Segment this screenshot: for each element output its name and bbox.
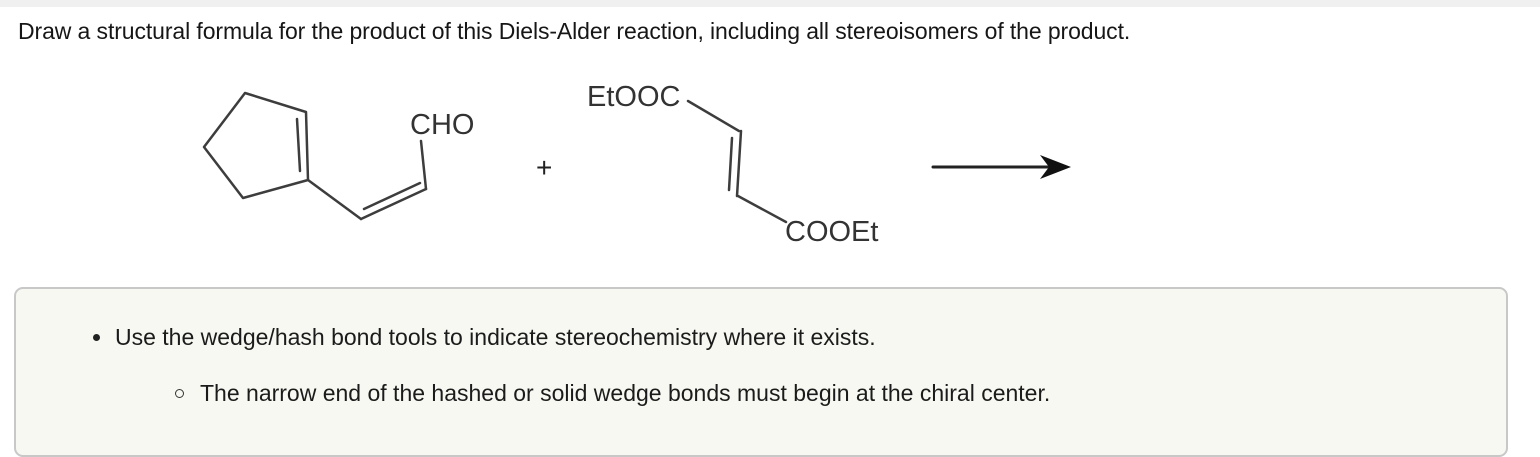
arrow-head <box>1040 155 1071 179</box>
reaction-scheme: CHO + EtOOC COOEt <box>202 81 1071 248</box>
ring-double-bond <box>295 117 302 173</box>
instruction-text: Use the wedge/hash bond tools to indicat… <box>115 324 876 350</box>
ring-chain-bond <box>306 178 363 221</box>
cis-double-bond-inner <box>362 181 422 211</box>
cyclopentene-ring <box>202 91 310 200</box>
instruction-subitem: The narrow end of the hashed or solid we… <box>175 378 1050 408</box>
circle-bullet-icon <box>175 388 184 398</box>
cooet-bond <box>736 194 788 224</box>
top-bar <box>0 0 1540 7</box>
etooc-bond <box>686 99 741 133</box>
instruction-item: Use the wedge/hash bond tools to indicat… <box>93 322 876 352</box>
bullet-dot-icon <box>93 333 100 341</box>
dienophile-etooc-label: EtOOC <box>587 81 680 113</box>
reaction-arrow <box>931 155 1071 179</box>
plus-sign: + <box>536 152 552 183</box>
instruction-subtext: The narrow end of the hashed or solid we… <box>200 380 1051 406</box>
trans-double-bond-inner <box>727 136 734 192</box>
bond-to-cho <box>419 139 428 191</box>
cis-double-bond-main <box>359 187 428 221</box>
dienophile-structure: EtOOC COOEt <box>587 81 878 248</box>
dienophile-cooet-label: COOEt <box>785 216 878 248</box>
question-prompt: Draw a structural formula for the produc… <box>18 18 1131 44</box>
diene-cho-label: CHO <box>410 109 474 141</box>
diene-structure: CHO <box>202 91 474 221</box>
trans-double-bond-main <box>735 129 743 198</box>
